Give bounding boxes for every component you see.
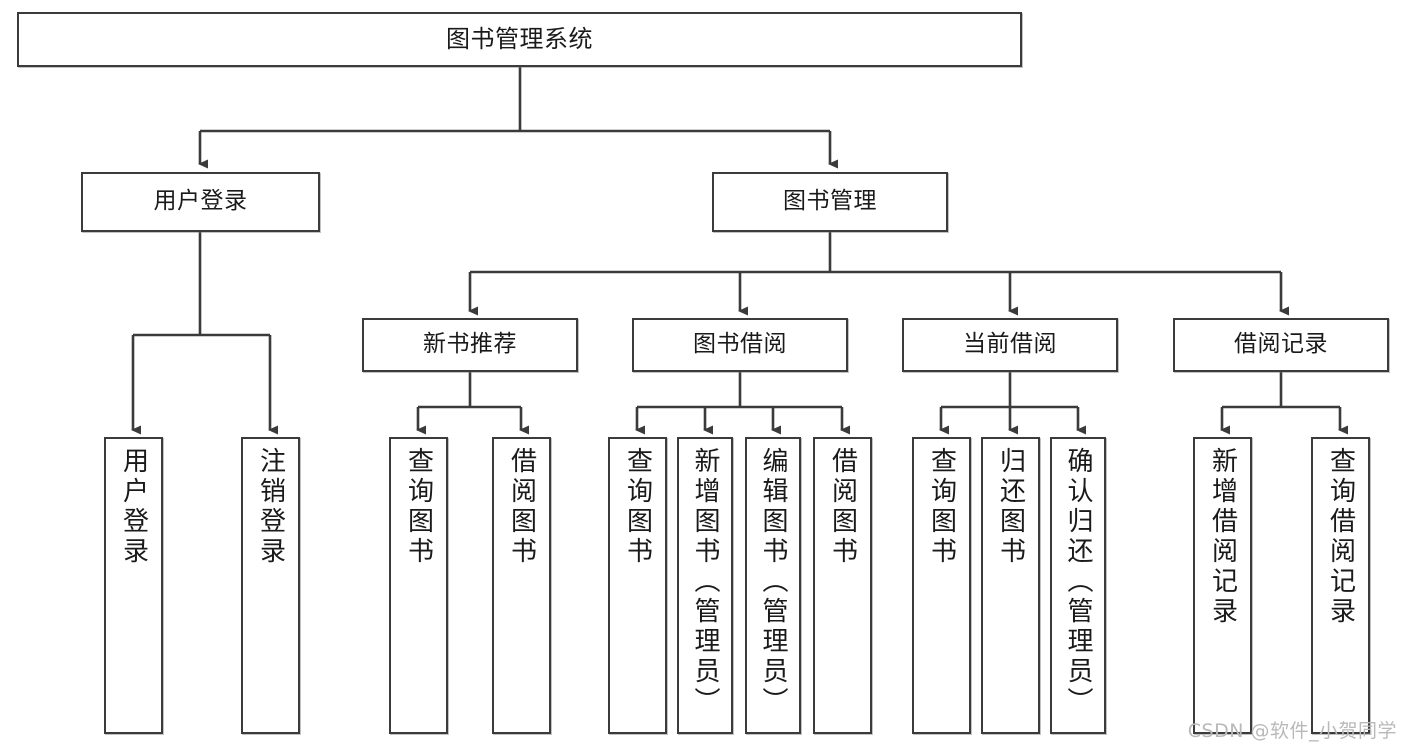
node-label: 查询图书	[622, 447, 653, 567]
leaf-query-book-borrow[interactable]: 查询图书	[608, 437, 667, 734]
node-label: 新增借阅记录	[1207, 447, 1238, 627]
leaf-borrow-book[interactable]: 借阅图书	[813, 437, 872, 734]
node-label: 用户登录	[153, 188, 248, 215]
node-label: 查询借阅记录	[1325, 447, 1356, 627]
leaf-query-book-current[interactable]: 查询图书	[912, 437, 971, 734]
watermark: CSDN @软件_小贺同学	[1187, 720, 1397, 742]
leaf-query-book-recommend[interactable]: 查询图书	[389, 437, 448, 734]
node-label: 查询图书	[403, 447, 434, 567]
node-label: 借阅图书	[506, 447, 537, 567]
leaf-edit-book-admin[interactable]: 编辑图书（管理员）	[745, 437, 801, 734]
leaf-add-borrow-record[interactable]: 新增借阅记录	[1193, 437, 1252, 734]
node-label: 借阅图书	[827, 447, 858, 567]
node-label: 确认归还（管理员）	[1063, 447, 1093, 717]
node-new-book-recommend[interactable]: 新书推荐	[362, 318, 578, 372]
node-label: 图书借阅	[693, 331, 787, 358]
node-label: 编辑图书（管理员）	[758, 447, 788, 717]
node-label: 新书推荐	[423, 331, 517, 358]
leaf-logout[interactable]: 注销登录	[241, 437, 300, 734]
leaf-user-login[interactable]: 用户登录	[104, 437, 163, 734]
leaf-confirm-return-admin[interactable]: 确认归还（管理员）	[1050, 437, 1106, 734]
node-label: 图书管理	[783, 188, 877, 215]
node-label: 借阅记录	[1234, 331, 1328, 358]
leaf-add-book-admin[interactable]: 新增图书（管理员）	[677, 437, 733, 734]
node-current-borrow[interactable]: 当前借阅	[902, 318, 1118, 372]
node-user-login[interactable]: 用户登录	[81, 172, 320, 232]
node-borrow-record[interactable]: 借阅记录	[1173, 318, 1389, 372]
node-label: 图书管理系统	[446, 25, 593, 54]
node-book-borrow[interactable]: 图书借阅	[632, 318, 848, 372]
node-root-book-management-system[interactable]: 图书管理系统	[17, 12, 1022, 67]
node-book-management[interactable]: 图书管理	[712, 172, 948, 232]
node-label: 新增图书（管理员）	[690, 447, 720, 717]
leaf-borrow-book-recommend[interactable]: 借阅图书	[492, 437, 551, 734]
node-label: 当前借阅	[963, 331, 1057, 358]
leaf-query-borrow-record[interactable]: 查询借阅记录	[1311, 437, 1370, 734]
node-label: 注销登录	[255, 447, 286, 567]
leaf-return-book[interactable]: 归还图书	[981, 437, 1040, 734]
node-label: 查询图书	[926, 447, 957, 567]
node-label: 归还图书	[995, 447, 1026, 567]
node-label: 用户登录	[118, 447, 149, 567]
